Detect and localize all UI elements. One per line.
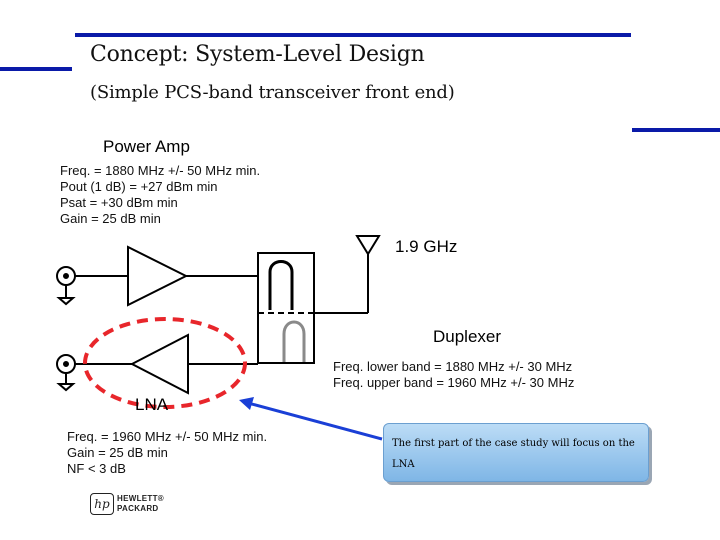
- rx-filter-icon: [282, 320, 306, 362]
- lna-highlight-ring: [83, 317, 247, 409]
- duplexer-label: Duplexer: [433, 327, 502, 346]
- spec-line: NF < 3 dB: [67, 461, 126, 476]
- callout-text: The first part of the case study will fo…: [392, 438, 635, 470]
- tx-port-connector: [56, 266, 76, 306]
- hp-logo-wordmark: HEWLETT® PACKARD: [117, 494, 164, 514]
- page-title: Concept: System-Level Design: [90, 42, 425, 67]
- title-left-rule: [0, 67, 72, 71]
- callout-arrow: [247, 401, 383, 441]
- spec-line: Gain = 25 dB min: [60, 211, 161, 226]
- power-amp-symbol: [127, 245, 189, 307]
- lna-specs: Freq. = 1960 MHz +/- 50 MHz min. Gain = …: [67, 429, 267, 477]
- page-subtitle: (Simple PCS-band transceiver front end): [90, 82, 455, 103]
- power-amp-label: Power Amp: [103, 137, 190, 156]
- hp-logo-icon: hp: [90, 493, 114, 515]
- lna-symbol: [129, 333, 189, 395]
- spec-line: Freq. = 1880 MHz +/- 50 MHz min.: [60, 163, 261, 178]
- rx-port-connector: [56, 354, 76, 392]
- spec-line: Psat = +30 dBm min: [60, 195, 178, 210]
- title-right-rule: [632, 128, 720, 132]
- spec-line: Freq. upper band = 1960 MHz +/- 30 MHz: [333, 375, 575, 390]
- tx-filter-icon: [268, 260, 294, 310]
- spec-line: Gain = 25 dB min: [67, 445, 168, 460]
- antenna-icon: [355, 235, 381, 256]
- spec-line: Freq. = 1960 MHz +/- 50 MHz min.: [67, 429, 268, 444]
- antenna-label: 1.9 GHz: [395, 237, 458, 256]
- spec-line: Pout (1 dB) = +27 dBm min: [60, 179, 218, 194]
- title-top-rule: [75, 33, 631, 37]
- duplexer-block: [257, 252, 315, 364]
- logo-line-1: HEWLETT®: [117, 494, 164, 503]
- callout-box: The first part of the case study will fo…: [383, 423, 649, 482]
- callout-arrowhead: [239, 397, 254, 410]
- power-amp-specs: Freq. = 1880 MHz +/- 50 MHz min. Pout (1…: [60, 163, 260, 227]
- spec-line: Freq. lower band = 1880 MHz +/- 30 MHz: [333, 359, 573, 374]
- duplexer-specs: Freq. lower band = 1880 MHz +/- 30 MHz F…: [333, 359, 574, 391]
- logo-line-2: PACKARD: [117, 504, 159, 513]
- lna-label: LNA: [135, 395, 169, 414]
